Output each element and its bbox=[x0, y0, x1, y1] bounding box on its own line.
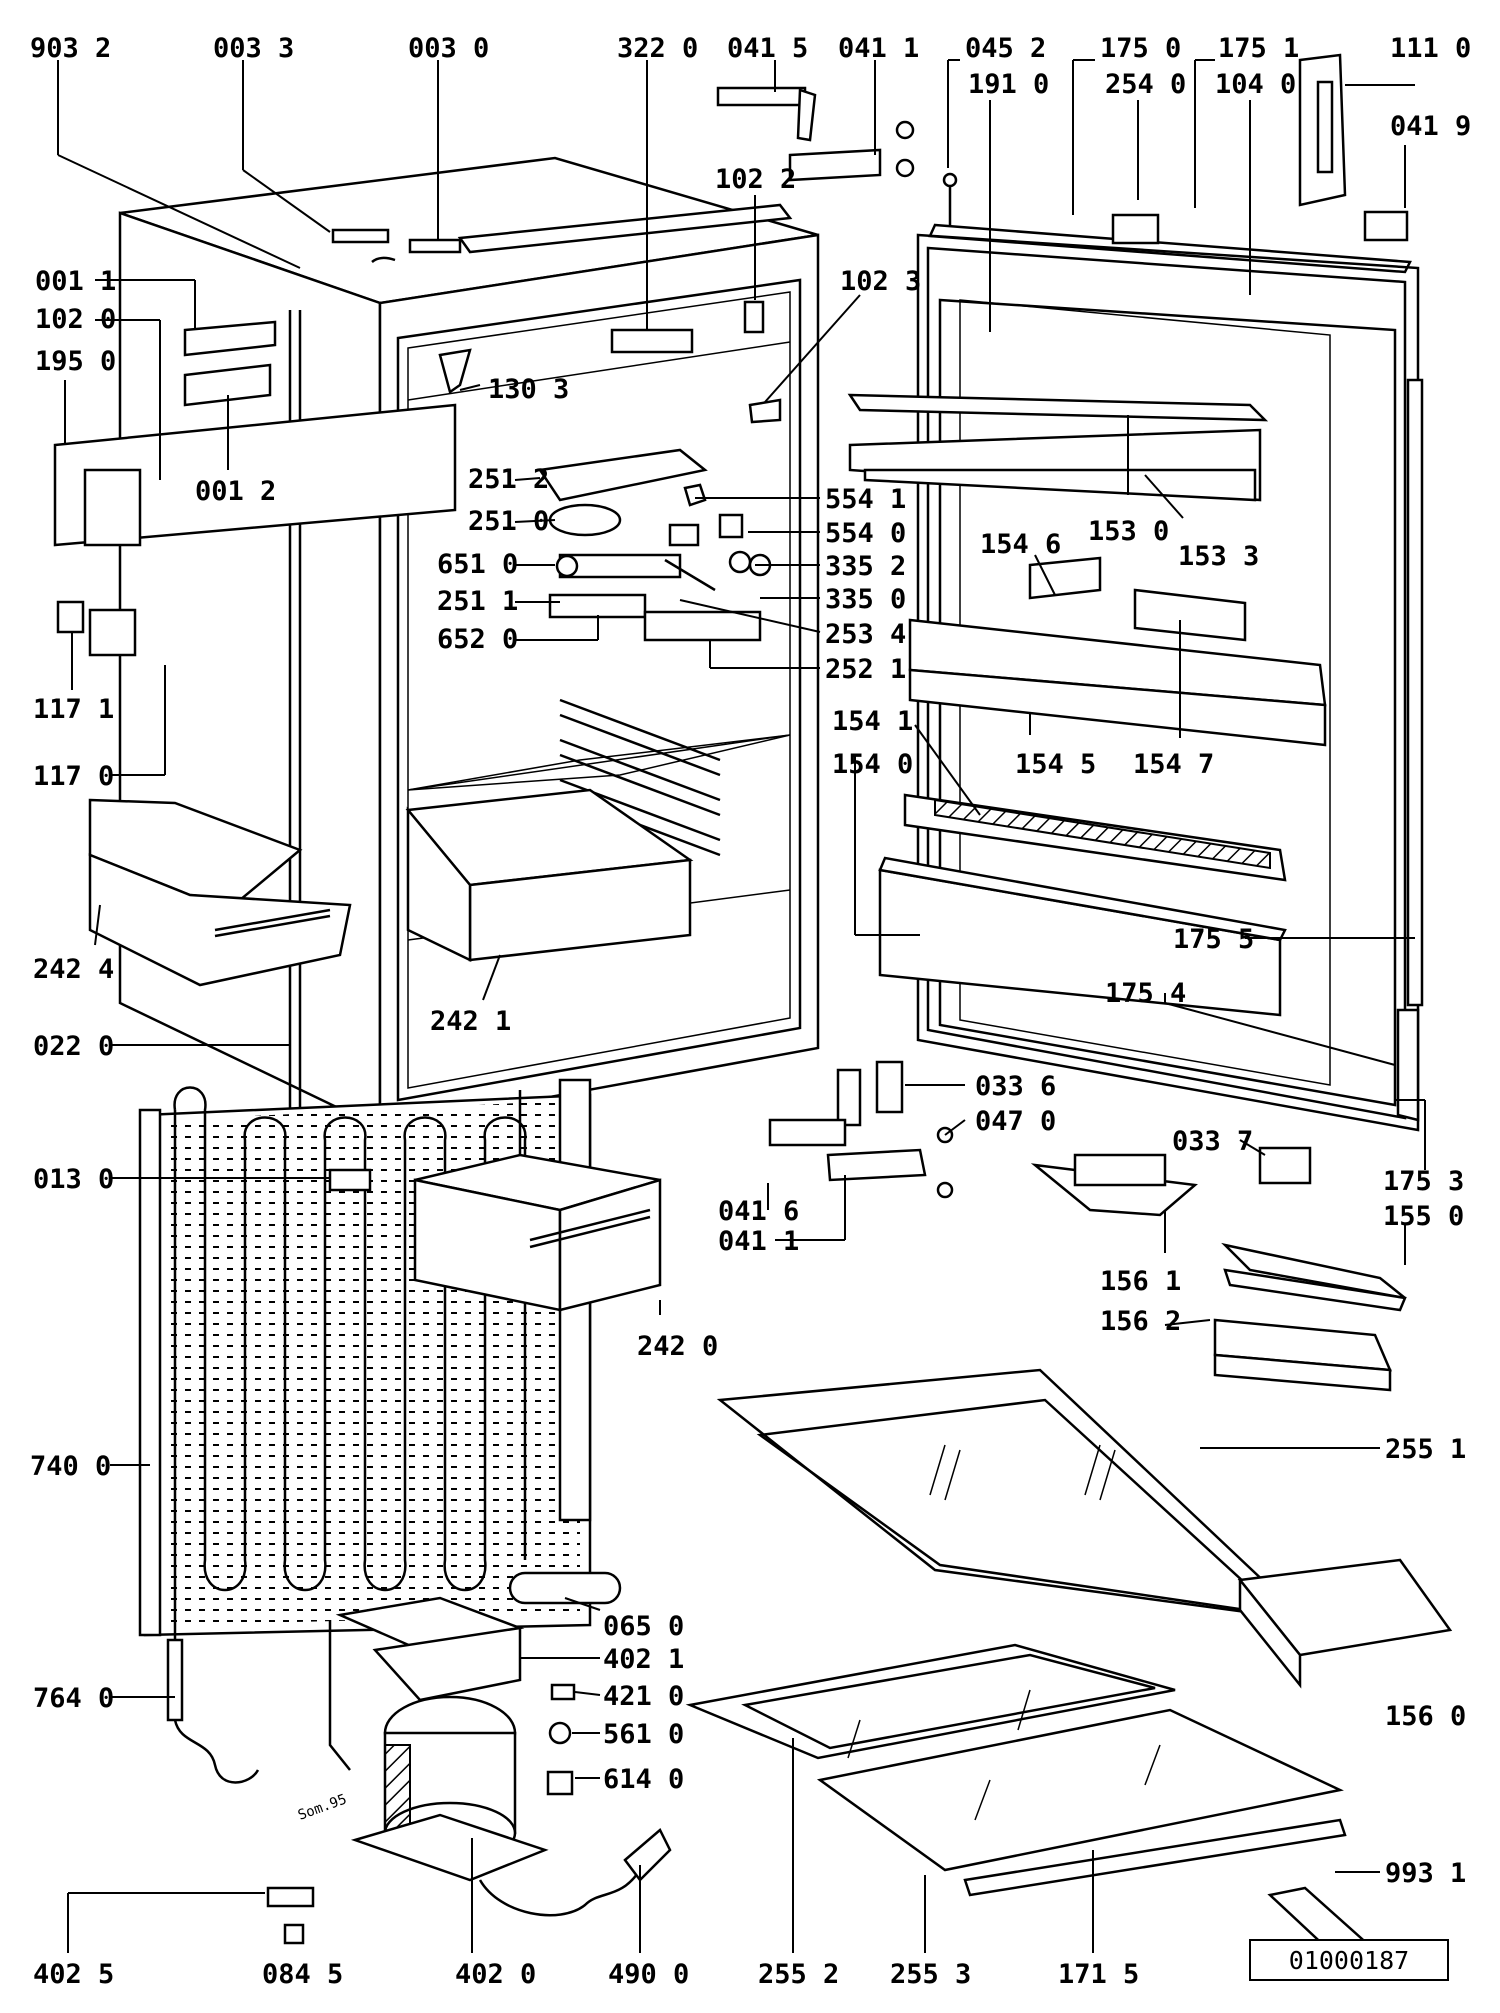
callout-130-3: 130 3 bbox=[488, 374, 569, 405]
thermostat-lamp-assembly bbox=[537, 448, 772, 642]
callout-labels: 903 2 003 3 003 0 322 0 041 5 041 1 045 … bbox=[30, 33, 1471, 1990]
callout-156-1: 156 1 bbox=[1100, 1266, 1181, 1297]
callout-155-0: 155 0 bbox=[1383, 1201, 1464, 1232]
callout-047-0: 047 0 bbox=[975, 1106, 1056, 1137]
callout-402-5: 402 5 bbox=[33, 1959, 114, 1990]
callout-255-1: 255 1 bbox=[1385, 1434, 1466, 1465]
callout-022-0: 022 0 bbox=[33, 1031, 114, 1062]
callout-154-6: 154 6 bbox=[980, 529, 1061, 560]
callout-554-0: 554 0 bbox=[825, 518, 906, 549]
callout-740-0: 740 0 bbox=[30, 1451, 111, 1482]
top-fittings bbox=[331, 203, 793, 395]
callout-402-0: 402 0 bbox=[455, 1959, 536, 1990]
callout-001-1: 001 1 bbox=[35, 266, 116, 297]
callout-013-0: 013 0 bbox=[33, 1164, 114, 1195]
leader-lines bbox=[57, 59, 1426, 1953]
callout-041-1-top: 041 1 bbox=[838, 33, 919, 64]
callout-242-0: 242 0 bbox=[637, 1331, 718, 1362]
callout-041-9: 041 9 bbox=[1390, 111, 1471, 142]
callout-033-6: 033 6 bbox=[975, 1071, 1056, 1102]
callout-041-5: 041 5 bbox=[727, 33, 808, 64]
callout-251-1: 251 1 bbox=[437, 586, 518, 617]
callout-175-0: 175 0 bbox=[1100, 33, 1181, 64]
callout-154-0: 154 0 bbox=[832, 749, 913, 780]
callout-003-0: 003 0 bbox=[408, 33, 489, 64]
callout-903-2: 903 2 bbox=[30, 33, 111, 64]
reference-number: 01000187 bbox=[1289, 1946, 1409, 1975]
callout-003-3: 003 3 bbox=[213, 33, 294, 64]
callout-104-0: 104 0 bbox=[1215, 69, 1296, 100]
callout-195-0: 195 0 bbox=[35, 346, 116, 377]
callout-421-0: 421 0 bbox=[603, 1681, 684, 1712]
callout-045-2: 045 2 bbox=[965, 33, 1046, 64]
callout-175-5: 175 5 bbox=[1173, 924, 1254, 955]
callout-171-5: 171 5 bbox=[1058, 1959, 1139, 1990]
callout-041-6: 041 6 bbox=[718, 1196, 799, 1227]
callout-111-0: 111 0 bbox=[1390, 33, 1471, 64]
callout-175-1: 175 1 bbox=[1218, 33, 1299, 64]
callout-001-2: 001 2 bbox=[195, 476, 276, 507]
reference-box: 01000187 bbox=[1249, 1939, 1449, 1981]
callout-117-1: 117 1 bbox=[33, 694, 114, 725]
callout-156-2: 156 2 bbox=[1100, 1306, 1181, 1337]
callout-490-0: 490 0 bbox=[608, 1959, 689, 1990]
callout-255-2: 255 2 bbox=[758, 1959, 839, 1990]
accessories bbox=[1030, 1153, 1453, 1967]
callout-175-4: 175 4 bbox=[1105, 978, 1186, 1009]
callout-652-0: 652 0 bbox=[437, 624, 518, 655]
crisper-drawer bbox=[413, 1153, 662, 1312]
callout-335-0: 335 0 bbox=[825, 584, 906, 615]
callout-402-1: 402 1 bbox=[603, 1644, 684, 1675]
callout-041-1-bottom: 041 1 bbox=[718, 1226, 799, 1257]
callout-102-3: 102 3 bbox=[840, 266, 921, 297]
callout-065-0: 065 0 bbox=[603, 1611, 684, 1642]
callout-255-3: 255 3 bbox=[890, 1959, 971, 1990]
callout-254-0: 254 0 bbox=[1105, 69, 1186, 100]
callout-153-0: 153 0 bbox=[1088, 516, 1169, 547]
callout-084-5: 084 5 bbox=[262, 1959, 343, 1990]
callout-614-0: 614 0 bbox=[603, 1764, 684, 1795]
callout-175-3: 175 3 bbox=[1383, 1166, 1464, 1197]
left-fittings bbox=[53, 320, 457, 987]
callout-251-0: 251 0 bbox=[468, 506, 549, 537]
callout-191-0: 191 0 bbox=[968, 69, 1049, 100]
interior-shelves bbox=[405, 698, 721, 962]
callout-554-1: 554 1 bbox=[825, 484, 906, 515]
callout-253-4: 253 4 bbox=[825, 619, 906, 650]
callout-561-0: 561 0 bbox=[603, 1719, 684, 1750]
callout-154-1: 154 1 bbox=[832, 706, 913, 737]
callout-154-7: 154 7 bbox=[1133, 749, 1214, 780]
callout-322-0: 322 0 bbox=[617, 33, 698, 64]
callout-251-2: 251 2 bbox=[468, 464, 549, 495]
callout-242-4: 242 4 bbox=[33, 954, 114, 985]
callout-153-3: 153 3 bbox=[1178, 541, 1259, 572]
callout-252-1: 252 1 bbox=[825, 654, 906, 685]
callout-242-1: 242 1 bbox=[430, 1006, 511, 1037]
callout-651-0: 651 0 bbox=[437, 549, 518, 580]
callout-117-0: 117 0 bbox=[33, 761, 114, 792]
callout-154-5: 154 5 bbox=[1015, 749, 1096, 780]
callout-033-7: 033 7 bbox=[1172, 1126, 1253, 1157]
callout-102-0: 102 0 bbox=[35, 304, 116, 335]
callout-156-0: 156 0 bbox=[1385, 1701, 1466, 1732]
door-assembly bbox=[847, 53, 1424, 1185]
compressor-assembly bbox=[266, 1571, 672, 1945]
callout-335-2: 335 2 bbox=[825, 551, 906, 582]
callout-764-0: 764 0 bbox=[33, 1683, 114, 1714]
callout-993-1: 993 1 bbox=[1385, 1858, 1466, 1889]
callout-102-2: 102 2 bbox=[715, 164, 796, 195]
stamp-text: Som.95 bbox=[296, 1791, 349, 1823]
